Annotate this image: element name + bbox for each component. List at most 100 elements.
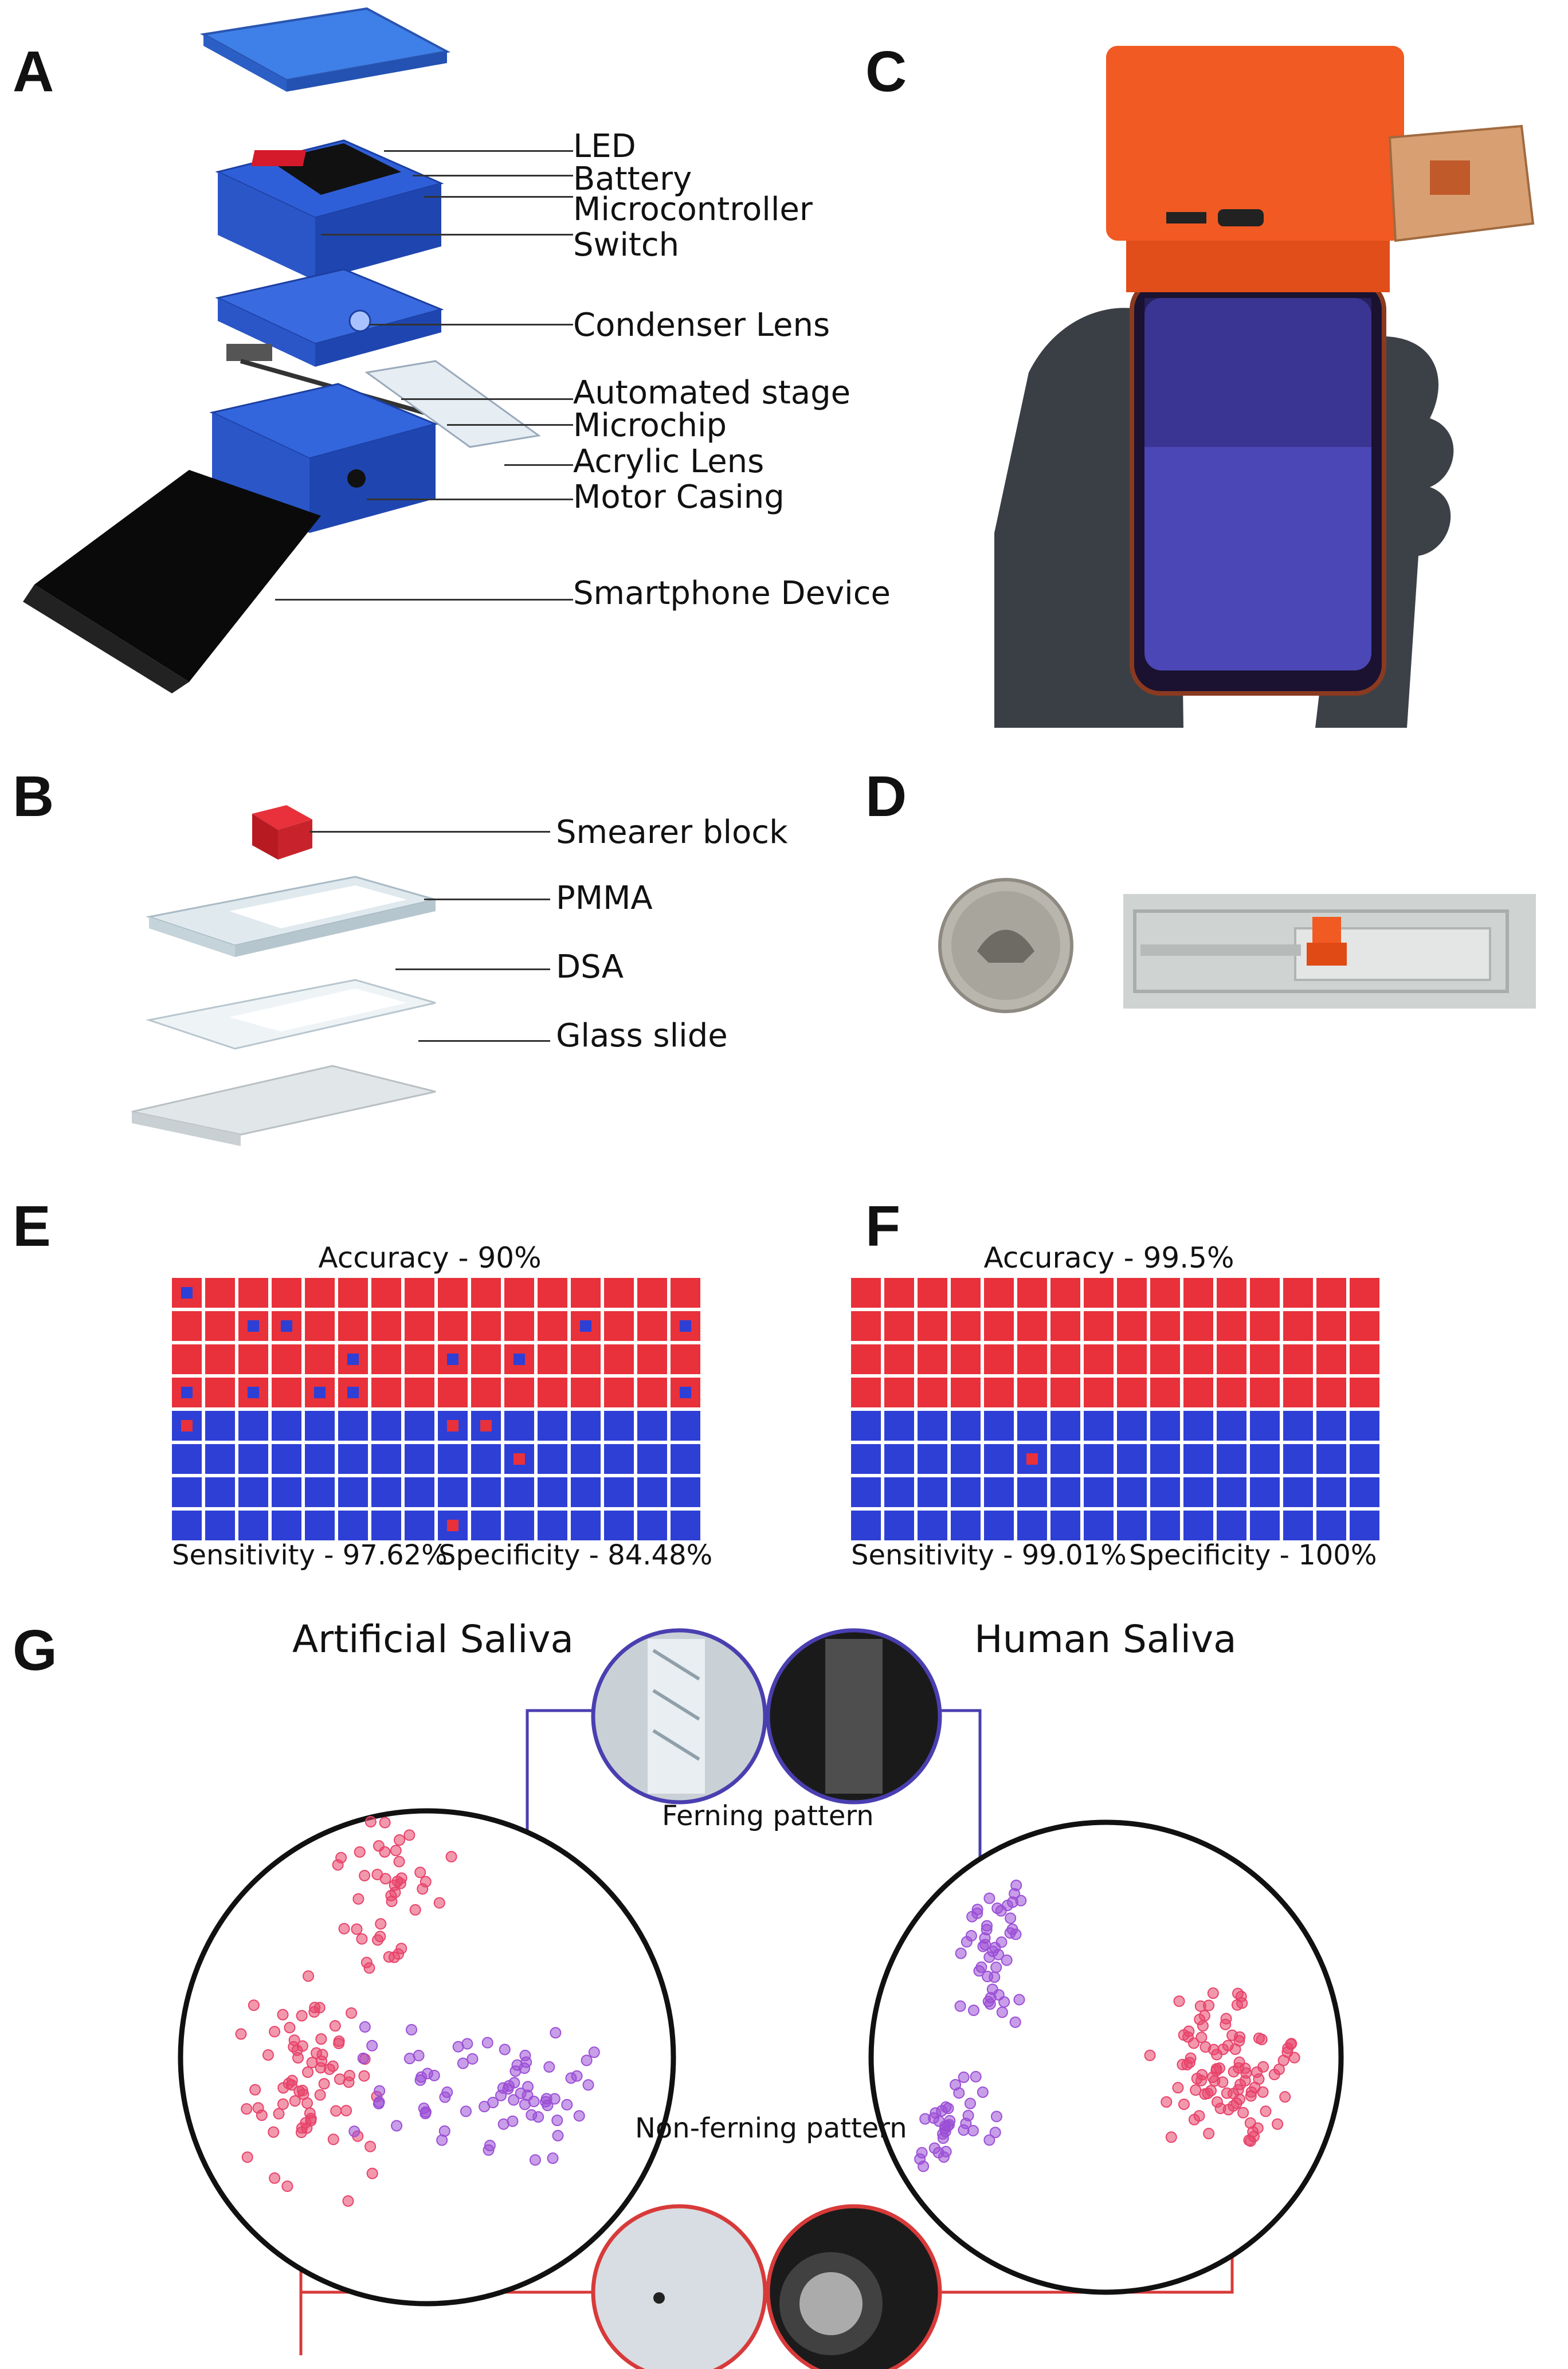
scatter-point — [509, 2065, 522, 2077]
scatter-point — [955, 1947, 967, 1959]
label-microchip: Microchip — [573, 407, 727, 444]
waffle-cell — [1117, 1511, 1147, 1540]
waffle-cell — [1217, 1511, 1246, 1540]
saliva-scatter-diagram — [178, 1628, 1344, 2369]
waffle-cell — [1117, 1477, 1147, 1507]
waffle-cell — [538, 1477, 567, 1507]
scatter-point — [954, 2000, 966, 2012]
waffle-cell — [1217, 1444, 1246, 1474]
scatter-point — [1256, 2033, 1268, 2045]
scatter-point — [515, 2087, 527, 2099]
scatter-point — [573, 2110, 585, 2122]
scatter-point — [928, 2142, 940, 2154]
scatter-point — [981, 1924, 993, 1936]
waffle-cell — [338, 1411, 368, 1441]
scatter-point — [522, 2081, 534, 2093]
scatter-point — [1209, 2075, 1221, 2087]
waffle-misclassified-marker — [513, 1354, 525, 1365]
scatter-point — [551, 2115, 563, 2127]
waffle-cell — [1217, 1411, 1246, 1441]
waffle-cell — [1250, 1378, 1280, 1407]
waffle-cell — [504, 1311, 534, 1341]
waffle-cell — [238, 1444, 268, 1474]
scatter-point — [983, 2134, 995, 2146]
scatter-point — [262, 2049, 274, 2061]
scatter-point — [1015, 1895, 1027, 1907]
scatter-point — [1233, 2093, 1245, 2105]
waffle-cell — [538, 1511, 567, 1540]
label-microcontroller: Microcontroller — [573, 191, 813, 228]
scatter-point — [330, 2105, 342, 2117]
scatter-point — [303, 1970, 315, 1982]
scatter-point — [1013, 1994, 1025, 2006]
waffle-cell — [951, 1411, 981, 1441]
waffle-cell — [471, 1344, 501, 1374]
panel-letter-b: B — [13, 764, 54, 829]
waffle-cell — [1183, 1344, 1213, 1374]
waffle-cell — [918, 1311, 947, 1341]
scatter-point — [1244, 2117, 1256, 2129]
waffle-cell — [172, 1511, 202, 1540]
scatter-point — [970, 2070, 982, 2082]
waffle-cell — [238, 1477, 268, 1507]
scatter-point — [467, 2053, 479, 2065]
waffle-cell — [538, 1378, 567, 1407]
scatter-point — [409, 1904, 421, 1916]
scatter-point — [304, 2107, 316, 2119]
waffle-cell — [338, 1311, 368, 1341]
label-smartphone-device: Smartphone Device — [573, 575, 891, 612]
waffle-cell — [172, 1344, 202, 1374]
waffle-cell — [1217, 1278, 1246, 1308]
chart-e-specificity: Specificity - 84.48% — [438, 1539, 713, 1571]
scatter-point — [552, 2129, 564, 2141]
scatter-point — [235, 2028, 247, 2040]
waffle-cell — [1150, 1477, 1180, 1507]
waffle-cell — [1316, 1378, 1346, 1407]
scatter-point — [318, 2078, 330, 2090]
scatter-point — [508, 2094, 520, 2106]
waffle-cell — [984, 1344, 1014, 1374]
waffle-cell — [405, 1511, 434, 1540]
waffle-cell — [371, 1311, 401, 1341]
waffle-cell — [504, 1477, 534, 1507]
label-switch: Switch — [573, 226, 680, 264]
waffle-cell — [951, 1477, 981, 1507]
coin-image — [938, 878, 1073, 1013]
scatter-point — [1010, 1879, 1022, 1891]
waffle-cell — [1316, 1411, 1346, 1441]
waffle-cell — [172, 1444, 202, 1474]
waffle-cell — [471, 1378, 501, 1407]
waffle-cell — [671, 1444, 700, 1474]
waffle-cell — [884, 1278, 914, 1308]
waffle-cell — [984, 1477, 1014, 1507]
waffle-cell — [438, 1311, 468, 1341]
scatter-point — [433, 1897, 445, 1909]
scatter-point — [406, 2023, 418, 2035]
scatter-point — [1234, 2078, 1246, 2090]
scatter-point — [1001, 1900, 1013, 1912]
scatter-point — [354, 1846, 366, 1858]
scatter-point — [364, 2140, 377, 2152]
scatter-point — [363, 1962, 375, 1974]
waffle-cell — [637, 1378, 667, 1407]
scatter-point — [296, 2010, 308, 2022]
waffle-cell — [637, 1344, 667, 1374]
waffle-cell — [604, 1411, 634, 1441]
waffle-cell — [984, 1311, 1014, 1341]
scatter-point — [990, 1962, 1002, 1974]
waffle-cell — [438, 1477, 468, 1507]
waffle-cell — [884, 1344, 914, 1374]
waffle-cell — [1250, 1278, 1280, 1308]
waffle-cell — [272, 1411, 301, 1441]
waffle-cell — [1283, 1411, 1313, 1441]
scatter-point — [452, 2041, 464, 2053]
waffle-cell — [238, 1278, 268, 1308]
scatter-point — [479, 2101, 491, 2113]
scatter-point — [483, 2144, 495, 2156]
waffle-cell — [371, 1378, 401, 1407]
waffle-cell — [405, 1344, 434, 1374]
scatter-point — [1144, 2049, 1156, 2061]
waffle-cell — [205, 1278, 235, 1308]
waffle-cell — [984, 1411, 1014, 1441]
waffle-cell — [504, 1511, 534, 1540]
